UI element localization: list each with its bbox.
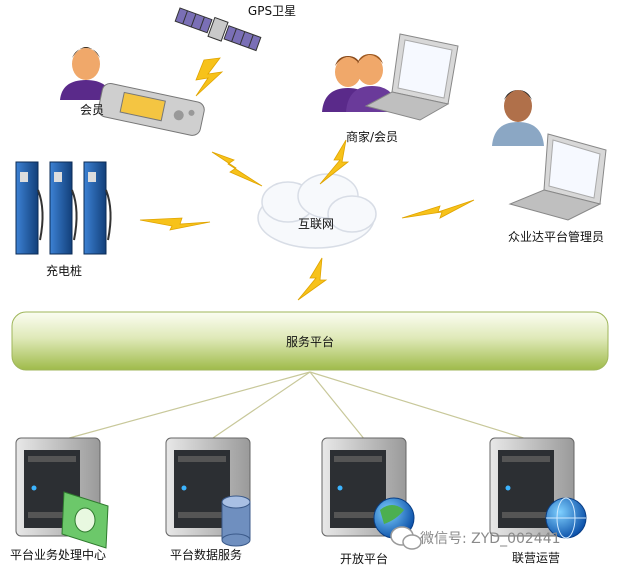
pda-device-icon (97, 82, 205, 136)
platform-connector-lines (61, 371, 531, 441)
server-label-open-platform: 开放平台 (340, 552, 389, 566)
lightning-icon (211, 151, 263, 187)
charging-pile-icon (15, 161, 112, 255)
service-platform-bar (11, 311, 609, 371)
internet-cloud-icon (257, 173, 377, 249)
money-icon (61, 491, 109, 549)
satellite-icon (174, 7, 262, 52)
admin-laptop-icon (508, 133, 607, 221)
server-label-data-service: 平台数据服务 (170, 548, 243, 562)
lightning-icon (319, 139, 350, 185)
member-label: 会员 (79, 103, 105, 117)
merchant-persons-icon (322, 54, 398, 112)
lightning-icon (297, 257, 328, 301)
lightning-icon (139, 217, 211, 231)
wechat-icon (390, 526, 422, 550)
admin-person-icon (492, 90, 544, 146)
admin-label: 众业达平台管理员 (507, 230, 605, 244)
database-icon (221, 495, 251, 547)
lightning-bolts (139, 57, 475, 301)
server-label-business-center: 平台业务处理中心 (10, 548, 107, 562)
lightning-icon (195, 57, 224, 97)
lightning-icon (401, 199, 475, 219)
server-label-joint-operation: 联营运营 (512, 551, 561, 565)
internet-label: 互联网 (297, 217, 335, 231)
merchant-laptop-icon (364, 33, 459, 121)
service-platform-label: 服务平台 (285, 335, 335, 349)
globe-icon (545, 497, 587, 539)
merchant-member-label: 商家/会员 (345, 130, 399, 144)
charging-pile-label: 充电桩 (45, 264, 83, 278)
member-person-icon (60, 47, 112, 100)
wechat-watermark: 微信号: ZYD_002441 (420, 531, 561, 547)
gps-satellite-label: GPS卫星 (247, 4, 297, 18)
